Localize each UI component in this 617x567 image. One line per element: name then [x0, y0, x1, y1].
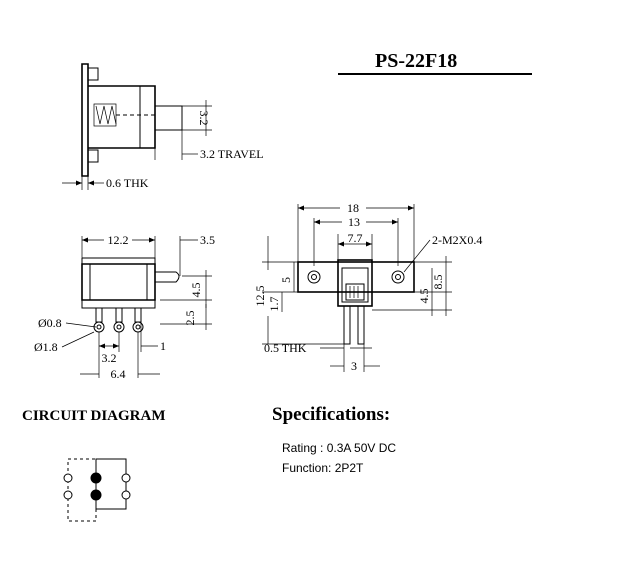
spec-function: Function: 2P2T — [282, 461, 364, 475]
front-view-pin-hole-2 — [116, 324, 122, 330]
front-view-top-plate — [81, 257, 156, 264]
front-view-inner-walls — [89, 264, 148, 300]
top-view-hole-right-inner — [395, 274, 401, 280]
front-view: 12.2 3.5 4.5 2.5 Ø0.8 — [34, 233, 215, 381]
front-view-pin-1 — [95, 307, 103, 323]
front-view-actuator — [155, 271, 180, 283]
side-dim-thk-label: 0.6 THK — [106, 176, 149, 190]
side-dim-travel-label: 3.2 TRAVEL — [200, 147, 264, 161]
top-dim-overall-label: 18 — [347, 201, 359, 215]
arrowhead — [366, 241, 372, 247]
top-dim-right-upper-label: 8.5 — [431, 275, 445, 290]
top-view-hole-right — [391, 270, 405, 284]
circuit-dashed-loop — [67, 458, 97, 522]
side-dim-height-label: 3.2 — [197, 111, 211, 126]
circuit-contact — [121, 473, 131, 483]
arrowhead — [76, 180, 82, 186]
side-view-plunger — [155, 105, 183, 131]
top-view-hole-left — [307, 270, 321, 284]
front-dim-offset-label: 1 — [160, 339, 166, 353]
spec-rating: Rating : 0.3A 50V DC — [282, 441, 397, 455]
side-view-bottom-tab — [88, 149, 99, 163]
top-dim-thk-label: 0.5 THK — [264, 341, 307, 355]
top-view-hole-left-inner — [311, 274, 317, 280]
arrowhead — [392, 219, 398, 225]
front-dim-actuator-label: 3.5 — [200, 233, 215, 247]
front-dim-hole-large-leader — [61, 331, 95, 348]
top-view-body-inner — [341, 267, 369, 303]
arrowhead — [298, 205, 304, 211]
circuit-contact — [63, 490, 73, 500]
side-view-spring — [95, 105, 117, 125]
top-dim-mid-height-label: 1.7 — [267, 297, 281, 312]
top-view-terminal-left — [343, 305, 351, 345]
front-view-body — [81, 263, 156, 301]
arrowhead — [99, 343, 105, 349]
side-view-plate — [81, 63, 89, 177]
top-view-actuator-ribs — [349, 286, 359, 298]
title-underline — [338, 73, 532, 75]
front-view-pin-hole-1 — [96, 324, 102, 330]
top-view-body — [337, 259, 373, 307]
specifications-heading: Specifications: — [272, 404, 391, 425]
top-dim-total-height-label: 12.5 — [253, 286, 267, 307]
top-dim-mount-label: 13 — [348, 215, 360, 229]
front-view-pin-hole-3 — [135, 324, 141, 330]
arrowhead — [88, 180, 94, 186]
side-view-housing — [88, 85, 156, 149]
front-dim-hole-small-leader — [65, 322, 97, 328]
circuit-contact — [63, 473, 73, 483]
front-dim-span-label: 6.4 — [111, 367, 126, 381]
circuit-common-contact — [90, 472, 102, 484]
arrowhead — [338, 241, 344, 247]
dimension-arrowheads — [76, 180, 414, 349]
front-dim-width-label: 12.2 — [108, 233, 129, 247]
circuit-diagram — [63, 458, 131, 522]
top-view: 18 13 7.7 2-M2X0.4 12.5 1.7 — [253, 201, 482, 373]
circuit-diagram-heading: CIRCUIT DIAGRAM — [22, 408, 166, 424]
front-dim-lower-label: 2.5 — [183, 311, 197, 326]
front-dim-height-label: 4.5 — [189, 283, 203, 298]
side-view-top-tab — [88, 67, 99, 81]
arrowhead — [149, 237, 155, 243]
front-view-pins — [93, 307, 144, 333]
front-view-base — [81, 300, 156, 309]
top-view-actuator — [345, 283, 365, 301]
front-view-pin-eye-3 — [132, 321, 144, 333]
arrowhead — [314, 219, 320, 225]
front-view-pin-3 — [134, 307, 142, 323]
top-view-plate — [297, 261, 415, 293]
top-dim-right-lower-label: 4.5 — [417, 289, 431, 304]
side-view: 3.2 3.2 TRAVEL 0.6 THK — [62, 63, 264, 190]
front-view-pin-eye-2 — [113, 321, 125, 333]
top-dim-screw-label: 2-M2X0.4 — [432, 233, 482, 247]
top-view-terminal-right — [357, 305, 365, 345]
front-dim-hole-small-label: Ø0.8 — [38, 316, 62, 330]
top-dim-body-label: 7.7 — [348, 231, 363, 245]
circuit-solid-loop — [95, 458, 127, 510]
top-dim-screw-leader — [403, 239, 431, 273]
arrowhead — [408, 205, 414, 211]
part-number-title: PS-22F18 — [375, 50, 458, 72]
front-dim-pitch-label: 3.2 — [102, 351, 117, 365]
top-dim-terminal-label: 3 — [351, 359, 357, 373]
top-dim-hole-height-label: 5 — [279, 277, 293, 283]
front-view-pin-2 — [115, 307, 123, 323]
circuit-contact — [121, 490, 131, 500]
side-view-spring-box — [93, 103, 117, 127]
front-dim-hole-large-label: Ø1.8 — [34, 340, 58, 354]
arrowhead — [82, 237, 88, 243]
arrowhead — [113, 343, 119, 349]
circuit-common-contact — [90, 489, 102, 501]
